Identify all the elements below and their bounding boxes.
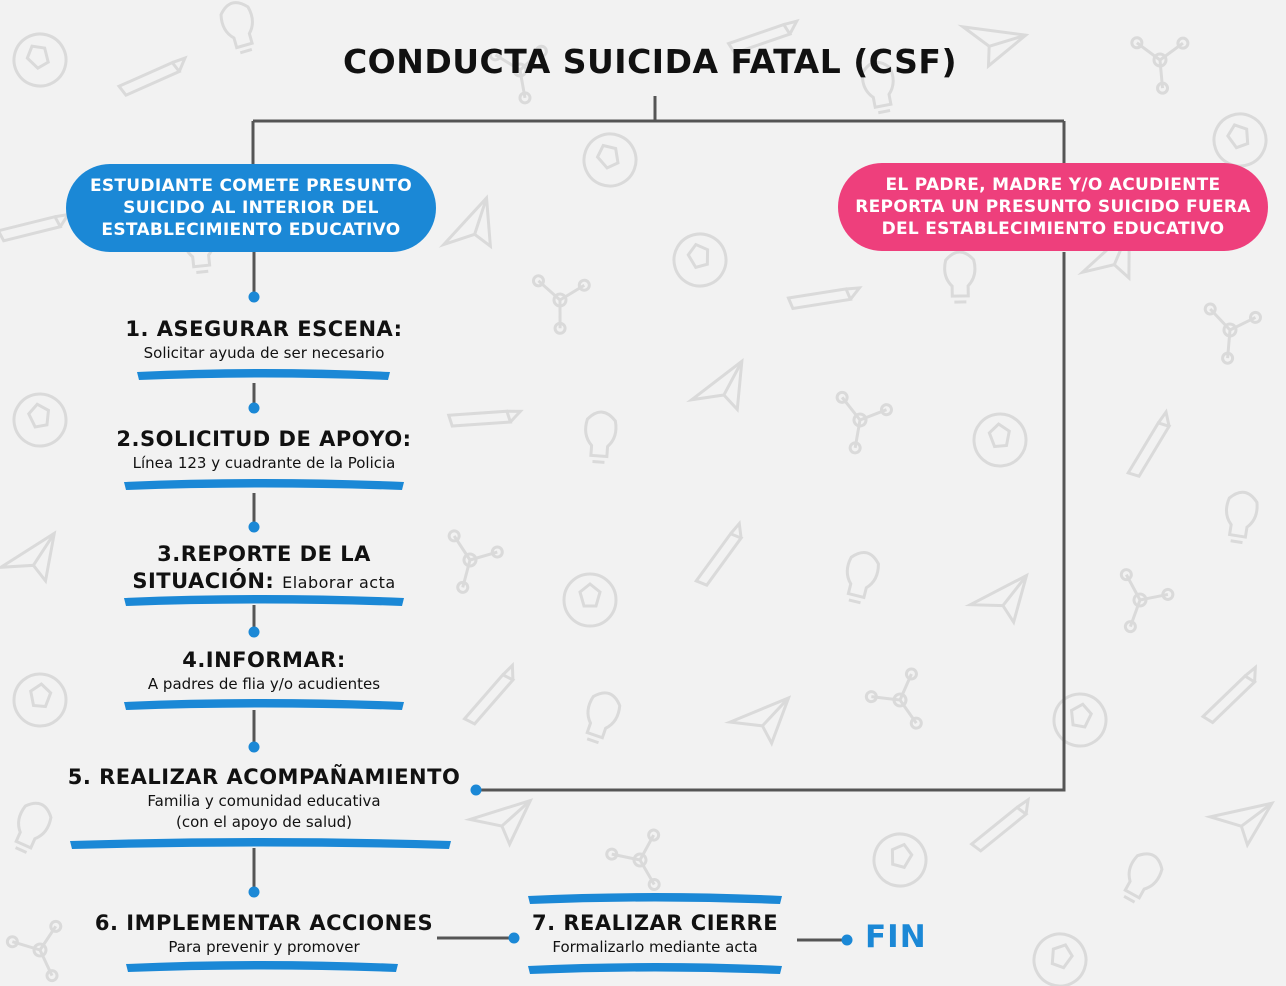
- connector-dot: [248, 626, 260, 638]
- step-4: 4.INFORMAR: A padres de flia y/o acudien…: [104, 647, 424, 695]
- molecule-icon: [943, 250, 977, 304]
- book-icon: [724, 695, 792, 747]
- apple-icon: [446, 409, 524, 428]
- apple-icon: [1200, 664, 1258, 725]
- apple-icon: [693, 519, 744, 587]
- soccer-ball-icon: [686, 358, 744, 413]
- abc-icon: [12, 392, 68, 448]
- step4-underline: [124, 699, 404, 710]
- step7-underline: [528, 963, 782, 974]
- step-6-description: Para prevenir y promover: [168, 938, 360, 956]
- soccer-ball-icon: [464, 798, 534, 848]
- pencil-icon: [845, 550, 880, 605]
- pencil-icon: [219, 1, 254, 55]
- step-4-title: 4.INFORMAR:: [182, 648, 346, 672]
- step-6: 6. IMPLEMENTAR ACCIONES Para prevenir y …: [84, 910, 444, 958]
- right-branch-return-connector: [476, 252, 1066, 792]
- step5-underline: [70, 838, 451, 849]
- book-icon: [957, 24, 1030, 70]
- connector-dot: [248, 886, 260, 898]
- connector-dot: [248, 291, 260, 303]
- title-branch-connector: [251, 96, 1066, 164]
- rocket-icon: [969, 796, 1031, 853]
- book-icon: [0, 530, 57, 585]
- step-1-title: 1. ASEGURAR ESCENA:: [125, 317, 403, 341]
- paper-plane-icon: [972, 412, 1028, 468]
- molecule-icon: [1225, 490, 1259, 545]
- pencil-icon: [14, 801, 53, 854]
- soccer-ball-icon: [438, 194, 493, 250]
- molecule-icon: [585, 691, 622, 745]
- lightbulb-icon: [605, 828, 661, 891]
- rocket-icon: [1125, 408, 1172, 478]
- abc-icon: [1032, 932, 1088, 986]
- fin-label: FIN: [865, 919, 927, 955]
- molecule-icon: [860, 60, 895, 115]
- connector-dot: [470, 784, 482, 796]
- step2-underline: [124, 479, 404, 490]
- connector-dot: [508, 932, 520, 944]
- lightbulb-icon: [531, 274, 591, 335]
- step1-underline: [137, 369, 390, 380]
- step-7-title: 7. REALIZAR CIERRE: [531, 911, 779, 935]
- connector-dot: [248, 521, 260, 533]
- step-3-title: 3.REPORTE DE LA SITUACIÓN:: [132, 542, 371, 593]
- step6-underline: [126, 961, 398, 972]
- step-2-title: 2.SOLICITUD DE APOYO:: [116, 427, 412, 451]
- outside-school-branch-pill: EL PADRE, MADRE Y/O ACUDIENTE REPORTA UN…: [838, 163, 1268, 251]
- abc-icon: [562, 572, 618, 628]
- step7-overline: [528, 893, 782, 904]
- 123-icon: [5, 919, 63, 983]
- step-4-description: A padres de flia y/o acudientes: [147, 675, 381, 693]
- 123-icon: [447, 529, 504, 594]
- step-5: 5. REALIZAR ACOMPAÑAMIENTO Familia y com…: [54, 764, 474, 833]
- diagram-title: CONDUCTA SUICIDA FATAL (CSF): [342, 42, 958, 81]
- step-5-title: 5. REALIZAR ACOMPAÑAMIENTO: [67, 765, 461, 789]
- molecule-icon: [1123, 852, 1164, 904]
- step-2-description: Línea 123 y cuadrante de la Policia: [132, 454, 396, 472]
- step3-underline: [124, 595, 404, 606]
- step-3-description: Elaborar acta: [282, 573, 396, 592]
- connector-dot: [248, 741, 260, 753]
- paper-plane-icon: [12, 672, 68, 728]
- 123-icon: [1130, 36, 1190, 95]
- paper-plane-icon: [872, 832, 928, 888]
- lightbulb-icon: [835, 390, 893, 455]
- pencil-icon: [584, 410, 618, 464]
- rocket-icon: [786, 286, 863, 311]
- step-1-description: Solicitar ayuda de ser necesario: [143, 344, 385, 362]
- rocket-icon: [462, 661, 516, 726]
- abc-icon: [12, 32, 68, 88]
- rocket-icon: [726, 18, 800, 55]
- step-3: 3.REPORTE DE LA SITUACIÓN: Elaborar acta: [104, 541, 424, 596]
- step-7-description: Formalizarlo mediante acta: [552, 938, 758, 956]
- lightbulb-icon: [1119, 568, 1175, 634]
- lightbulb-icon: [488, 44, 548, 105]
- book-icon: [1204, 801, 1275, 849]
- paper-plane-icon: [582, 132, 638, 188]
- 123-icon: [864, 667, 923, 730]
- apple-icon: [116, 55, 188, 98]
- step-1: 1. ASEGURAR ESCENA: Solicitar ayuda de s…: [114, 316, 414, 364]
- paper-plane-icon: [672, 232, 728, 288]
- connector-dot: [248, 402, 260, 414]
- step-2: 2.SOLICITUD DE APOYO: Línea 123 y cuadra…: [104, 426, 424, 474]
- 123-icon: [1203, 302, 1262, 365]
- step-6-title: 6. IMPLEMENTAR ACCIONES: [94, 911, 434, 935]
- abc-icon: [1052, 692, 1108, 748]
- step-5-description: Familia y comunidad educativa (con el ap…: [147, 792, 381, 831]
- abc-icon: [1212, 112, 1268, 168]
- connector-dot: [841, 934, 853, 946]
- inside-school-branch-pill: ESTUDIANTE COMETE PRESUNTO SUICIDO AL IN…: [66, 164, 436, 252]
- soccer-ball-icon: [964, 572, 1029, 626]
- step-7: 7. REALIZAR CIERRE Formalizarlo mediante…: [515, 910, 795, 958]
